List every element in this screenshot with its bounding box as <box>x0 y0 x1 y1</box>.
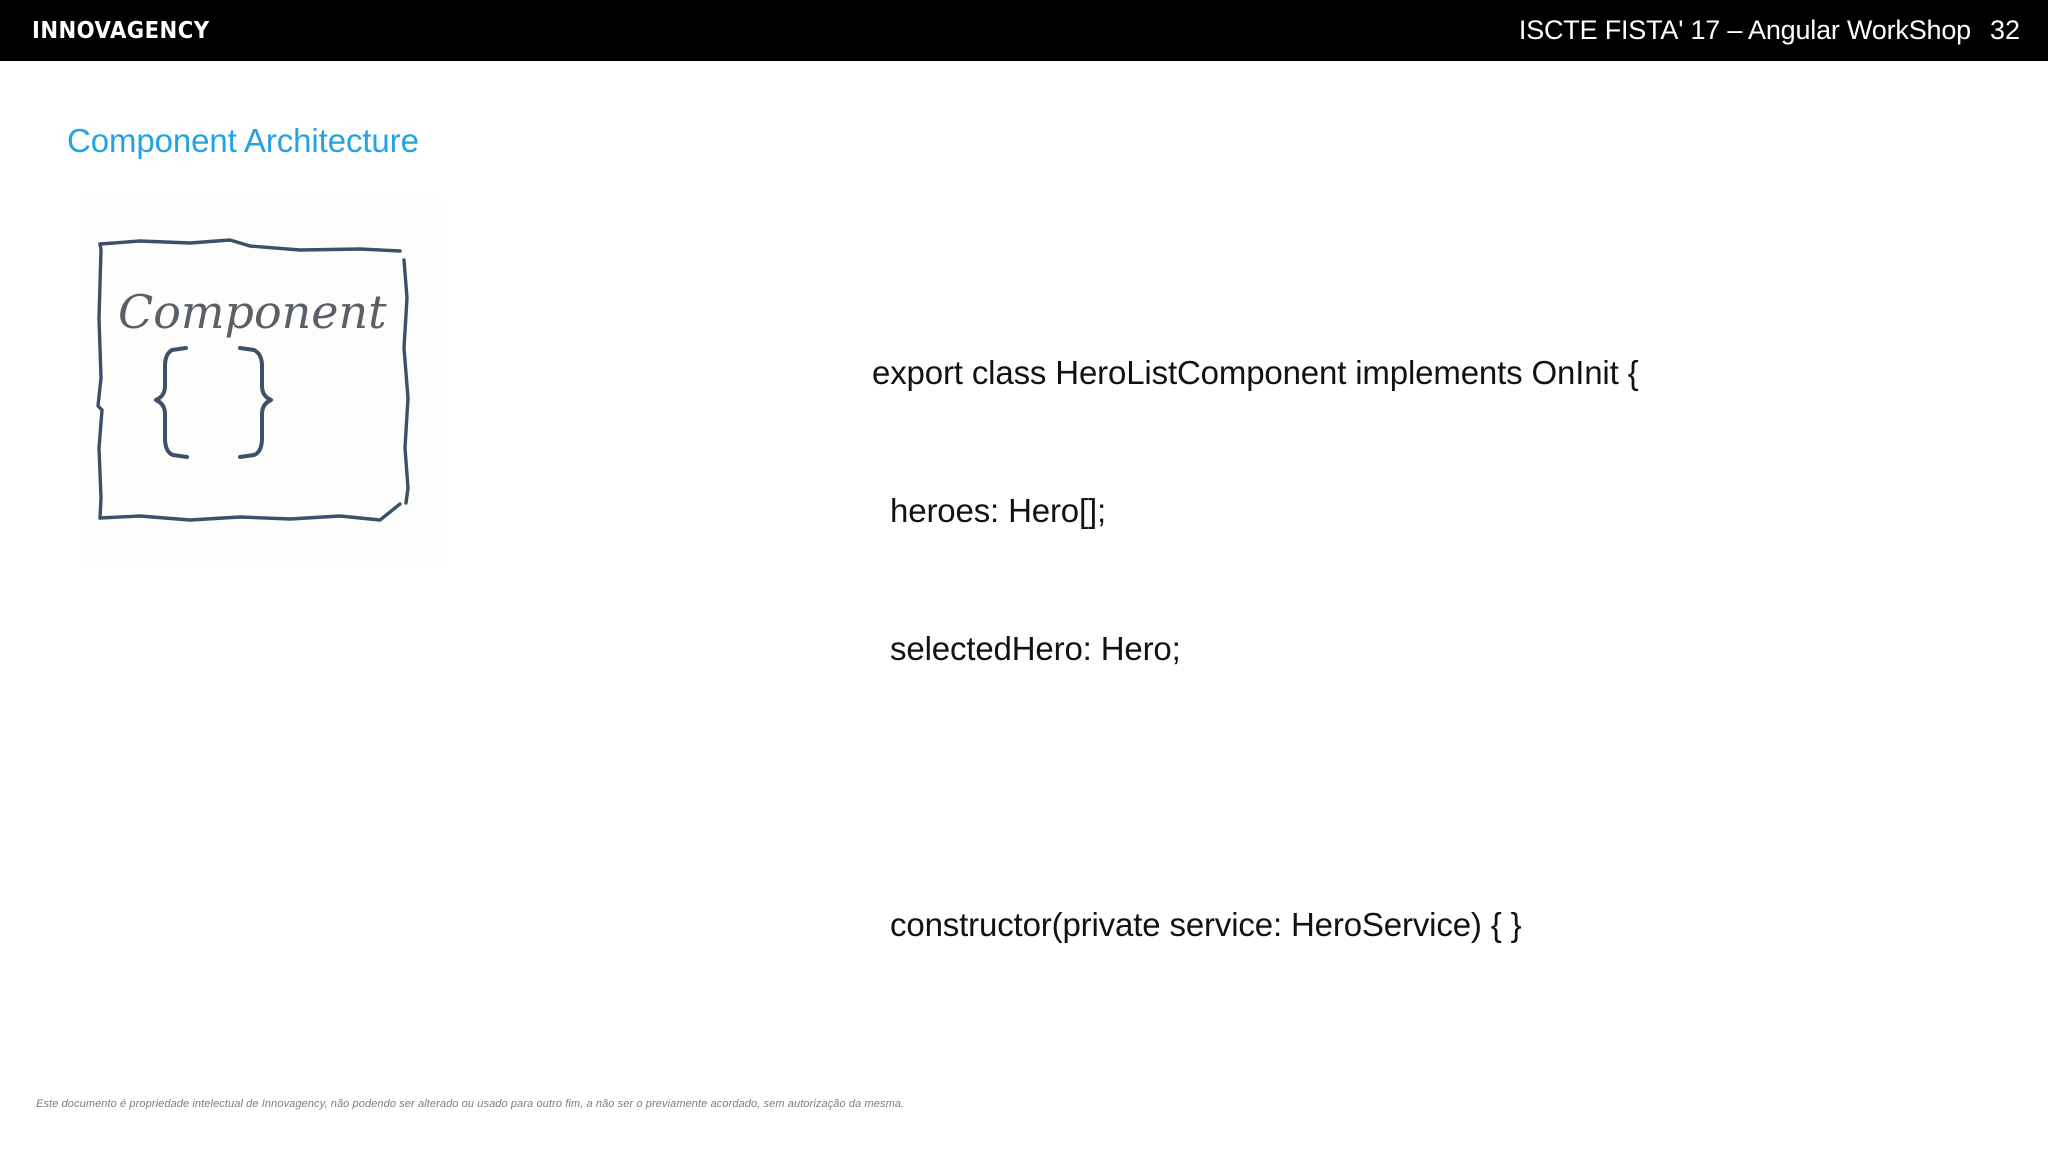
code-line-blank <box>872 764 1972 810</box>
sketch-box-outline <box>96 238 410 522</box>
code-line-blank <box>872 1040 1972 1086</box>
code-line: heroes: Hero[]; <box>872 492 1107 529</box>
code-line: selectedHero: Hero; <box>872 630 1181 667</box>
code-line: constructor(private service: HeroService… <box>872 906 1522 943</box>
sketch-curly-braces <box>154 346 273 459</box>
component-sketch-image: Component <box>80 198 442 566</box>
code-snippet-block: export class HeroListComponent implement… <box>872 258 1972 1152</box>
deck-title: ISCTE FISTA' 17 – Angular WorkShop <box>1518 15 1971 45</box>
sketch-caption-text: Component <box>118 285 387 339</box>
component-sketch-svg: Component <box>80 198 442 566</box>
code-line: export class HeroListComponent implement… <box>872 354 1639 391</box>
slide-header-bar: INNOVAGENCY ISCTE FISTA' 17 – Angular Wo… <box>0 0 2048 61</box>
slide-page-number: 32 <box>1989 15 2020 45</box>
header-right-group: ISCTE FISTA' 17 – Angular WorkShop 32 <box>1519 15 2020 46</box>
innovagency-logo: INNOVAGENCY <box>32 17 210 44</box>
footer-disclaimer: Este documento é propriedade intelectual… <box>36 1098 905 1110</box>
page-title: Component Architecture <box>67 122 419 159</box>
